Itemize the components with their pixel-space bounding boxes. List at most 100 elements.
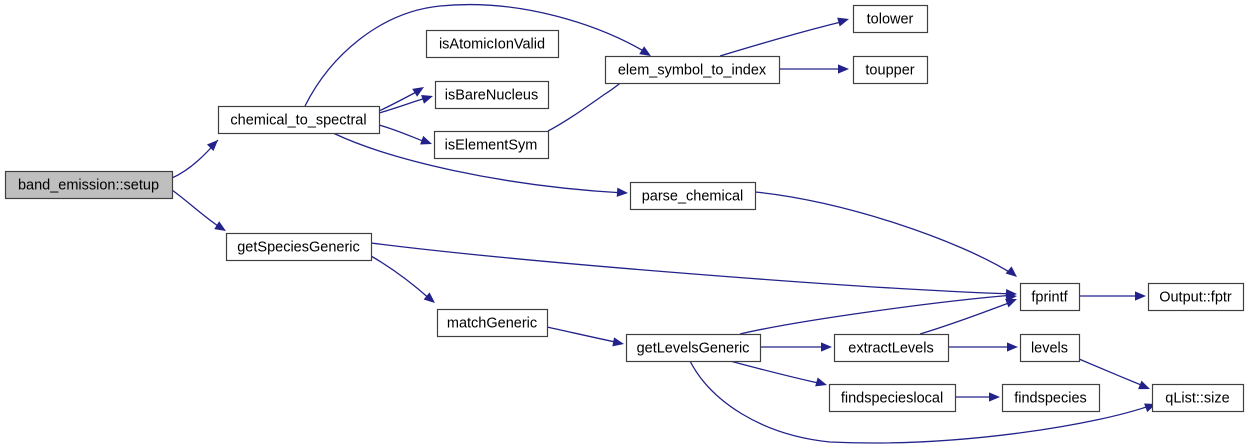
edge-arrowhead bbox=[206, 140, 218, 152]
edge-arrowhead bbox=[838, 64, 849, 74]
node-tolower[interactable]: tolower bbox=[852, 4, 929, 34]
edge-arrowhead bbox=[815, 377, 827, 387]
node-box-qList_size[interactable] bbox=[1151, 383, 1245, 413]
edge-arrowhead bbox=[412, 87, 424, 97]
node-label-matchGeneric: matchGeneric bbox=[447, 315, 537, 331]
node-label-levels: levels bbox=[1031, 340, 1068, 356]
call-edge-levels-to-qList_size bbox=[1078, 358, 1147, 388]
node-toupper[interactable]: toupper bbox=[852, 55, 929, 85]
edge-arrowhead bbox=[616, 187, 628, 197]
edge-arrowhead bbox=[420, 135, 432, 145]
node-box-chemical_to_spectral[interactable] bbox=[217, 105, 381, 135]
node-box-getLevelsGeneric[interactable] bbox=[625, 333, 762, 363]
arrowhead-group bbox=[1005, 298, 1017, 308]
call-edge-chemical_to_spectral-to-isBareNucleus bbox=[378, 96, 430, 114]
call-edge-chemical_to_spectral-to-isAtomicIonValid bbox=[378, 89, 421, 112]
node-box-extractLevels[interactable] bbox=[833, 333, 950, 363]
node-label-elem_symbol_to_index: elem_symbol_to_index bbox=[618, 62, 767, 78]
node-box-getSpeciesGeneric[interactable] bbox=[225, 232, 373, 262]
arrowhead-group bbox=[1138, 380, 1150, 390]
edge-arrowhead bbox=[1005, 298, 1017, 308]
edge-arrowhead bbox=[612, 337, 624, 347]
call-edge-band_emission_setup-to-getSpeciesGeneric bbox=[171, 189, 225, 231]
node-label-isAtomicIonValid: isAtomicIonValid bbox=[439, 36, 545, 52]
arrowhead-group bbox=[214, 221, 226, 231]
arrowhead-group bbox=[616, 187, 628, 197]
node-label-isElementSym: isElementSym bbox=[445, 137, 538, 153]
call-edge-getLevelsGeneric-to-fprintf bbox=[739, 294, 1015, 335]
node-label-extractLevels: extractLevels bbox=[848, 340, 933, 356]
node-extractLevels[interactable]: extractLevels bbox=[833, 333, 950, 363]
node-findspecies[interactable]: findspecies bbox=[1001, 383, 1101, 413]
node-label-chemical_to_spectral: chemical_to_spectral bbox=[230, 112, 366, 128]
node-isBareNucleus[interactable]: isBareNucleus bbox=[434, 80, 550, 110]
node-box-findspecies[interactable] bbox=[1001, 383, 1101, 413]
node-box-isElementSym[interactable] bbox=[433, 130, 550, 160]
arrowhead-group bbox=[1005, 266, 1017, 277]
node-label-getLevelsGeneric: getLevelsGeneric bbox=[637, 340, 750, 356]
call-edge-matchGeneric-to-getLevelsGeneric bbox=[546, 326, 621, 344]
node-box-tolower[interactable] bbox=[852, 4, 929, 34]
node-label-getSpeciesGeneric: getSpeciesGeneric bbox=[237, 239, 360, 255]
call-edge-parse_chemical-to-fprintf bbox=[754, 191, 1015, 276]
edge-arrowhead bbox=[214, 221, 226, 231]
arrowhead-group bbox=[821, 342, 832, 352]
call-edge-getLevelsGeneric-to-findspecieslocal bbox=[729, 360, 824, 385]
edge-arrowhead bbox=[423, 292, 435, 303]
node-elem_symbol_to_index[interactable]: elem_symbol_to_index bbox=[604, 55, 781, 85]
arrowhead-group bbox=[412, 87, 424, 97]
arrowhead-group bbox=[837, 17, 849, 27]
edge-arrowhead bbox=[1007, 342, 1018, 352]
node-band_emission_setup[interactable]: band_emission::setup bbox=[4, 170, 174, 200]
edge-arrowhead bbox=[837, 17, 849, 27]
node-box-isBareNucleus[interactable] bbox=[434, 80, 550, 110]
node-box-findspecieslocal[interactable] bbox=[828, 383, 957, 413]
node-isAtomicIonValid[interactable]: isAtomicIonValid bbox=[425, 29, 560, 59]
node-label-findspecies: findspecies bbox=[1014, 390, 1087, 406]
arrowhead-group bbox=[421, 95, 433, 104]
node-matchGeneric[interactable]: matchGeneric bbox=[436, 308, 549, 338]
node-getLevelsGeneric[interactable]: getLevelsGeneric bbox=[625, 333, 762, 363]
node-parse_chemical[interactable]: parse_chemical bbox=[629, 181, 757, 211]
call-edge-chemical_to_spectral-to-elem_symbol_to_index bbox=[304, 3, 648, 107]
arrowhead-group bbox=[815, 377, 827, 387]
node-label-qList_size: qList::size bbox=[1165, 390, 1229, 406]
arrowhead-group bbox=[639, 46, 651, 56]
node-label-fprintf: fprintf bbox=[1031, 289, 1068, 305]
node-box-parse_chemical[interactable] bbox=[629, 181, 757, 211]
arrowhead-group bbox=[612, 337, 624, 347]
call-edge-chemical_to_spectral-to-isElementSym bbox=[378, 124, 429, 144]
node-box-matchGeneric[interactable] bbox=[436, 308, 549, 338]
node-fprintf[interactable]: fprintf bbox=[1019, 282, 1081, 312]
edge-arrowhead bbox=[1005, 266, 1017, 277]
node-label-parse_chemical: parse_chemical bbox=[642, 188, 744, 204]
node-label-tolower: tolower bbox=[867, 11, 914, 27]
node-levels[interactable]: levels bbox=[1019, 333, 1081, 363]
node-isElementSym[interactable]: isElementSym bbox=[433, 130, 550, 160]
edge-arrowhead bbox=[821, 342, 832, 352]
node-box-toupper[interactable] bbox=[852, 55, 929, 85]
call-edge-getSpeciesGeneric-to-fprintf bbox=[370, 242, 1015, 295]
arrowhead-group bbox=[838, 64, 849, 74]
node-getSpeciesGeneric[interactable]: getSpeciesGeneric bbox=[225, 232, 373, 262]
edge-arrowhead bbox=[421, 95, 433, 104]
arrowhead-group bbox=[1007, 342, 1018, 352]
edge-arrowhead bbox=[1135, 291, 1146, 301]
node-box-isAtomicIonValid[interactable] bbox=[425, 29, 560, 59]
edge-arrowhead bbox=[989, 392, 1000, 402]
edge-arrowhead bbox=[1138, 380, 1150, 390]
node-box-elem_symbol_to_index[interactable] bbox=[604, 55, 781, 85]
node-box-Output_fptr[interactable] bbox=[1147, 282, 1245, 312]
call-edge-extractLevels-to-fprintf bbox=[919, 300, 1015, 335]
node-box-band_emission_setup[interactable] bbox=[4, 170, 174, 200]
arrowheads-layer bbox=[206, 17, 1156, 413]
node-label-band_emission_setup: band_emission::setup bbox=[18, 177, 159, 193]
node-chemical_to_spectral[interactable]: chemical_to_spectral bbox=[217, 105, 381, 135]
node-box-levels[interactable] bbox=[1019, 333, 1081, 363]
node-box-fprintf[interactable] bbox=[1019, 282, 1081, 312]
node-findspecieslocal[interactable]: findspecieslocal bbox=[828, 383, 957, 413]
node-Output_fptr[interactable]: Output::fptr bbox=[1147, 282, 1245, 312]
node-qList_size[interactable]: qList::size bbox=[1151, 383, 1245, 413]
